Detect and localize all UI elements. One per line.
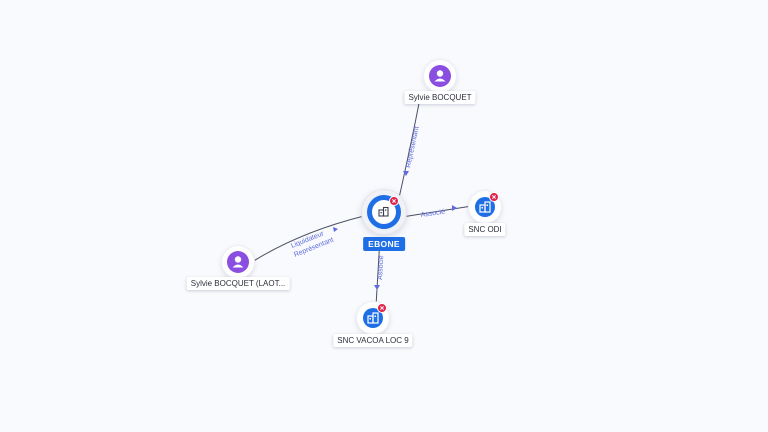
- person-icon: [227, 251, 249, 273]
- edge-left: [251, 215, 365, 263]
- building-icon: [475, 197, 495, 217]
- edge-bottom-arrow: [374, 285, 380, 290]
- edge-right: [401, 205, 473, 218]
- remove-node-button[interactable]: [389, 196, 399, 206]
- node-label: Sylvie BOCQUET: [404, 91, 476, 104]
- edge-top-label: Représentant: [405, 126, 421, 169]
- node-label: SNC VACOA LOC 9: [333, 334, 413, 347]
- edge-top-arrow: [403, 171, 409, 176]
- node-label: SNC ODI: [464, 223, 506, 236]
- building-icon: [376, 204, 392, 220]
- remove-node-button[interactable]: [489, 192, 499, 202]
- edge-right-arrow: [452, 205, 457, 211]
- building-icon: [363, 308, 383, 328]
- edge-left-arrow: [333, 227, 338, 232]
- edge-bottom-label: Associé: [377, 255, 385, 280]
- edge-right-label: Associé: [420, 209, 445, 219]
- node-label: Sylvie BOCQUET (LAOT...: [186, 277, 290, 290]
- node-label: EBONE: [363, 237, 405, 251]
- person-icon: [429, 65, 451, 87]
- remove-node-button[interactable]: [377, 303, 387, 313]
- edge-top: [398, 97, 421, 199]
